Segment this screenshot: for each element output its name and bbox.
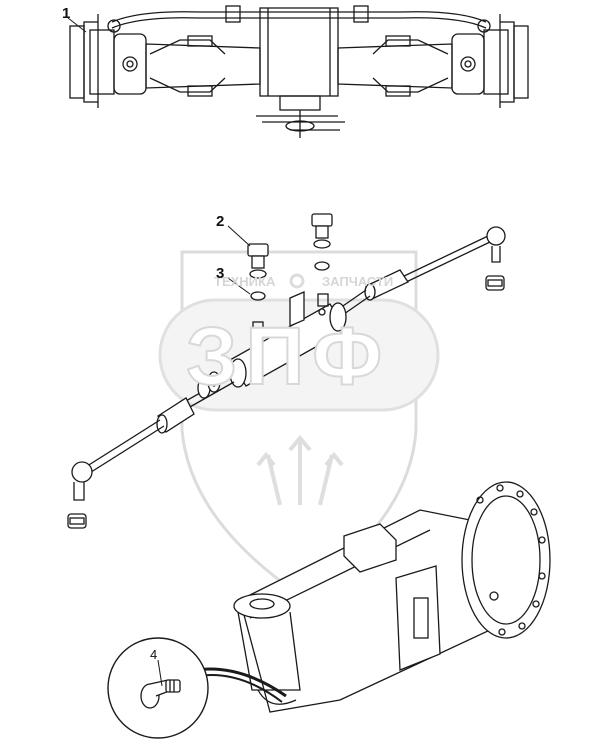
leader-line-4 [157,659,163,687]
leader-line-2 [227,225,251,247]
callout-2: 2 [216,213,225,230]
detail-callout-circle [107,637,209,739]
steering-cylinder-assembly [67,213,506,529]
callout-1: 1 [62,5,71,22]
final-drive-housing [195,481,551,713]
callout-3: 3 [216,265,225,282]
watermark-big-text: ЗПФ [185,310,391,403]
callout-4: 4 [150,647,158,662]
leader-line-1 [67,17,87,33]
watermark-text-left: ТЕХНИКА [214,274,276,289]
bolt-part-icon [140,679,181,709]
leader-line-3 [227,277,251,295]
watermark-text-right: ЗАПЧАСТИ [322,274,394,289]
front-axle-assembly [69,5,529,138]
